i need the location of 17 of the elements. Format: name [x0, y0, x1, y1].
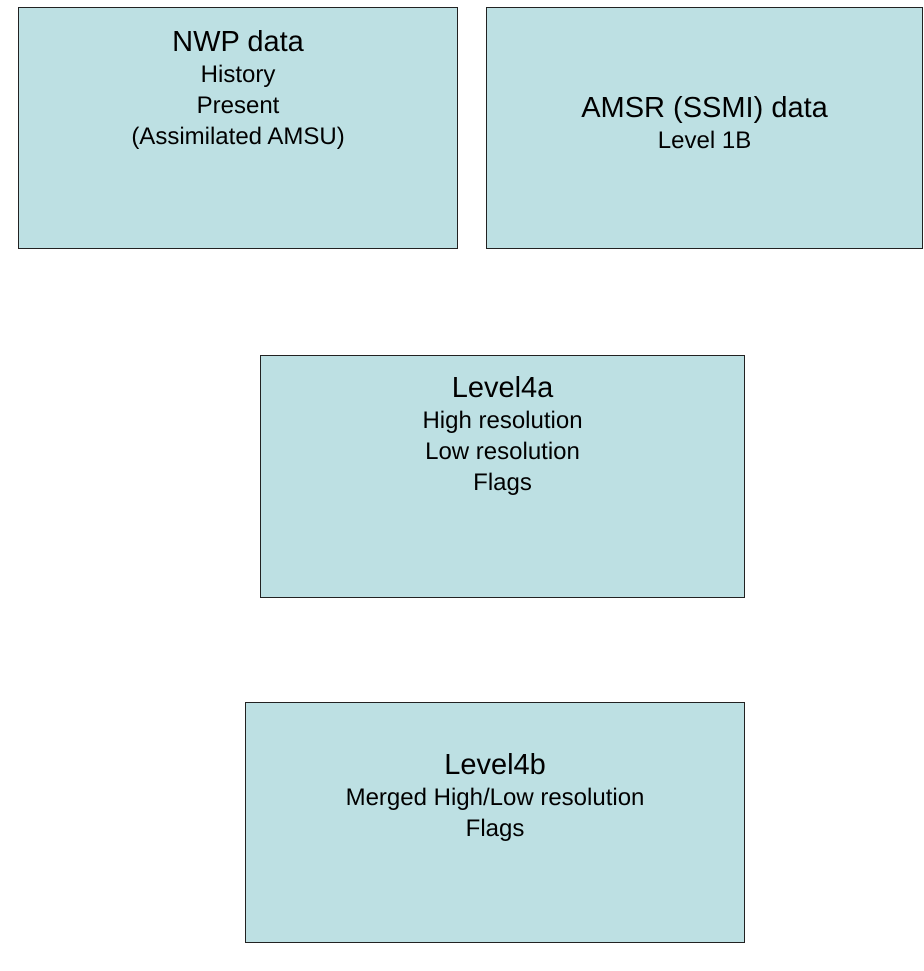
data-box: [260, 355, 745, 598]
box-title: AMSR (SSMI) data: [581, 92, 828, 125]
data-box: [18, 7, 458, 249]
box-text: Low resolution: [425, 437, 580, 467]
data-box: [245, 702, 745, 943]
box-text: Flags: [473, 468, 532, 498]
box-text: Level 1B: [658, 126, 752, 156]
box-title: Level4b: [444, 749, 546, 782]
box-title: NWP data: [172, 26, 304, 59]
box-text: Merged High/Low resolution: [346, 783, 644, 813]
box-title: Level4a: [452, 372, 554, 405]
data-box: [486, 7, 923, 249]
box-text: High resolution: [422, 406, 583, 436]
box-text: (Assimilated AMSU): [131, 122, 345, 152]
box-text: Flags: [466, 814, 524, 844]
box-text: Present: [196, 91, 280, 121]
box-text: History: [200, 60, 276, 90]
